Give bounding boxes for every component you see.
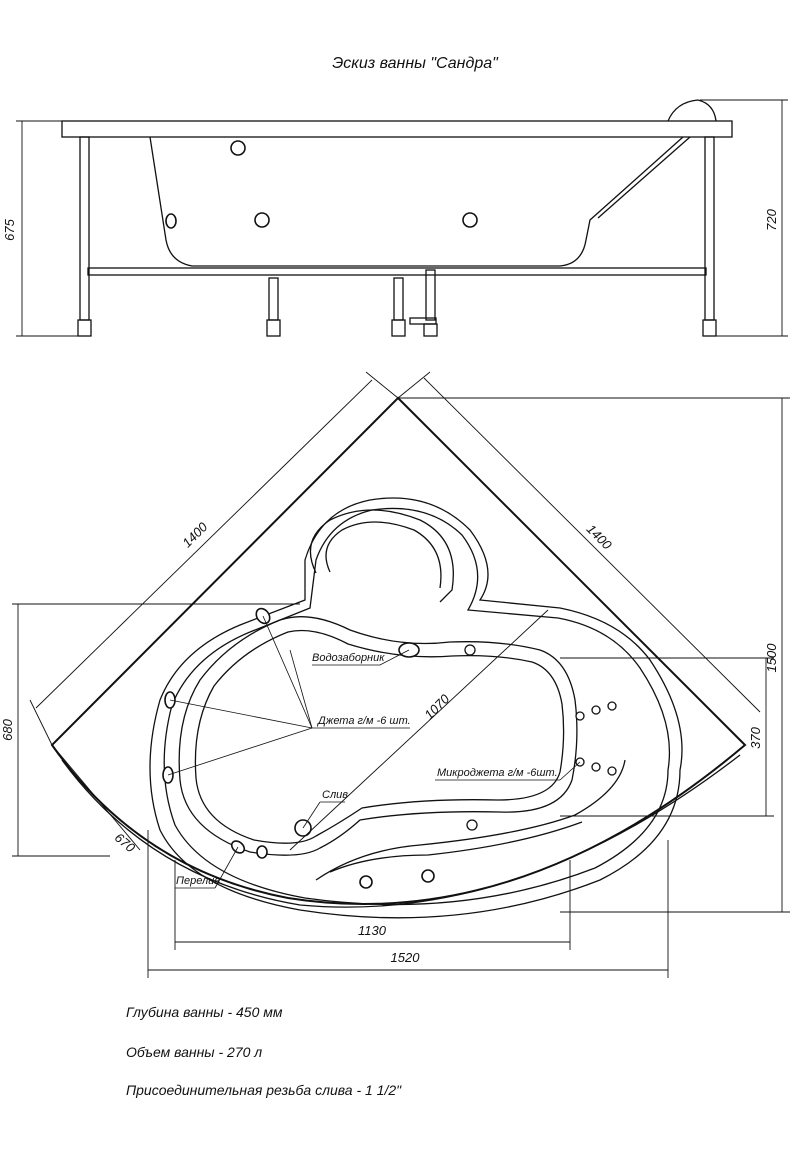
leaders [167,615,581,889]
top-corner-dim: 670 [112,830,139,856]
drain-pipe [409,317,437,325]
top-side-right: 1400 [584,521,616,553]
micro-jets [466,701,617,831]
tub-outline [50,396,747,906]
sketch-title: Эскиз ванны "Сандра" [332,55,499,72]
jet-icon [421,869,435,883]
top-width-inner: 1130 [358,923,387,938]
lounge-contour [315,759,626,881]
top-width-total: 1520 [391,950,421,965]
microjet-icon [607,766,617,776]
spec-volume: Объем ванны - 270 л [126,1044,262,1060]
jet-icon [230,140,246,156]
headrest [667,99,717,122]
overflow-icon [256,845,268,859]
microjet-icon [591,762,601,772]
top-side-left: 1400 [179,519,211,551]
frame-bar [87,267,707,276]
leg-foot [423,323,438,337]
seat-island [309,509,454,603]
microjets-label: Микроджета г/м -6шт. [437,767,558,779]
tub-rim [61,120,733,138]
microjet-icon [466,819,478,831]
leg [425,269,436,321]
side-jets [165,140,478,229]
jet-icon [165,213,177,229]
microjet-icon [591,705,601,715]
side-height-right: 720 [764,208,779,230]
basin-floor [178,616,578,856]
leg [704,136,715,321]
tub-apron [61,754,741,908]
intake-label: Водозаборник [312,652,385,664]
leg-foot [702,319,717,337]
microjet-icon [607,701,617,711]
leg [393,277,404,321]
top-right-dim: 370 [748,726,763,748]
seat-island-inner [325,521,442,589]
basin-outer [149,497,683,919]
intake-small-icon [464,644,476,656]
jets-label: Джета г/м -6 шт. [316,715,411,727]
leg [268,277,279,321]
specs: Глубина ванны - 450 мм Объем ванны - 270… [126,1004,402,1098]
tub-bowl [149,136,684,267]
leg-foot [391,319,406,337]
leg [79,136,90,321]
tub-bowl-inner [597,136,691,219]
drain-label: Слив [322,789,348,801]
leg-foot [266,319,281,337]
jet-icon [359,875,373,889]
lounge-contour-inner [329,821,583,873]
microjet-icon [575,711,585,721]
top-view: Водозаборник Джета г/м -6 шт. Микроджета… [0,371,790,978]
overflow-label: Перелив [176,875,220,887]
frame-legs [77,136,717,337]
leg-foot [77,319,92,337]
spec-thread: Присоединительная резьба слива - 1 1/2" [126,1082,402,1098]
jets [162,607,435,889]
jet-icon [254,212,270,228]
top-diag-dim: 1070 [421,691,453,723]
side-view: 675 720 [2,99,788,337]
spec-depth: Глубина ванны - 450 мм [126,1004,283,1020]
top-left-dim: 680 [0,718,15,740]
jet-icon [462,212,478,228]
side-height-left: 675 [2,218,17,240]
basin-floor-inner [194,629,565,844]
